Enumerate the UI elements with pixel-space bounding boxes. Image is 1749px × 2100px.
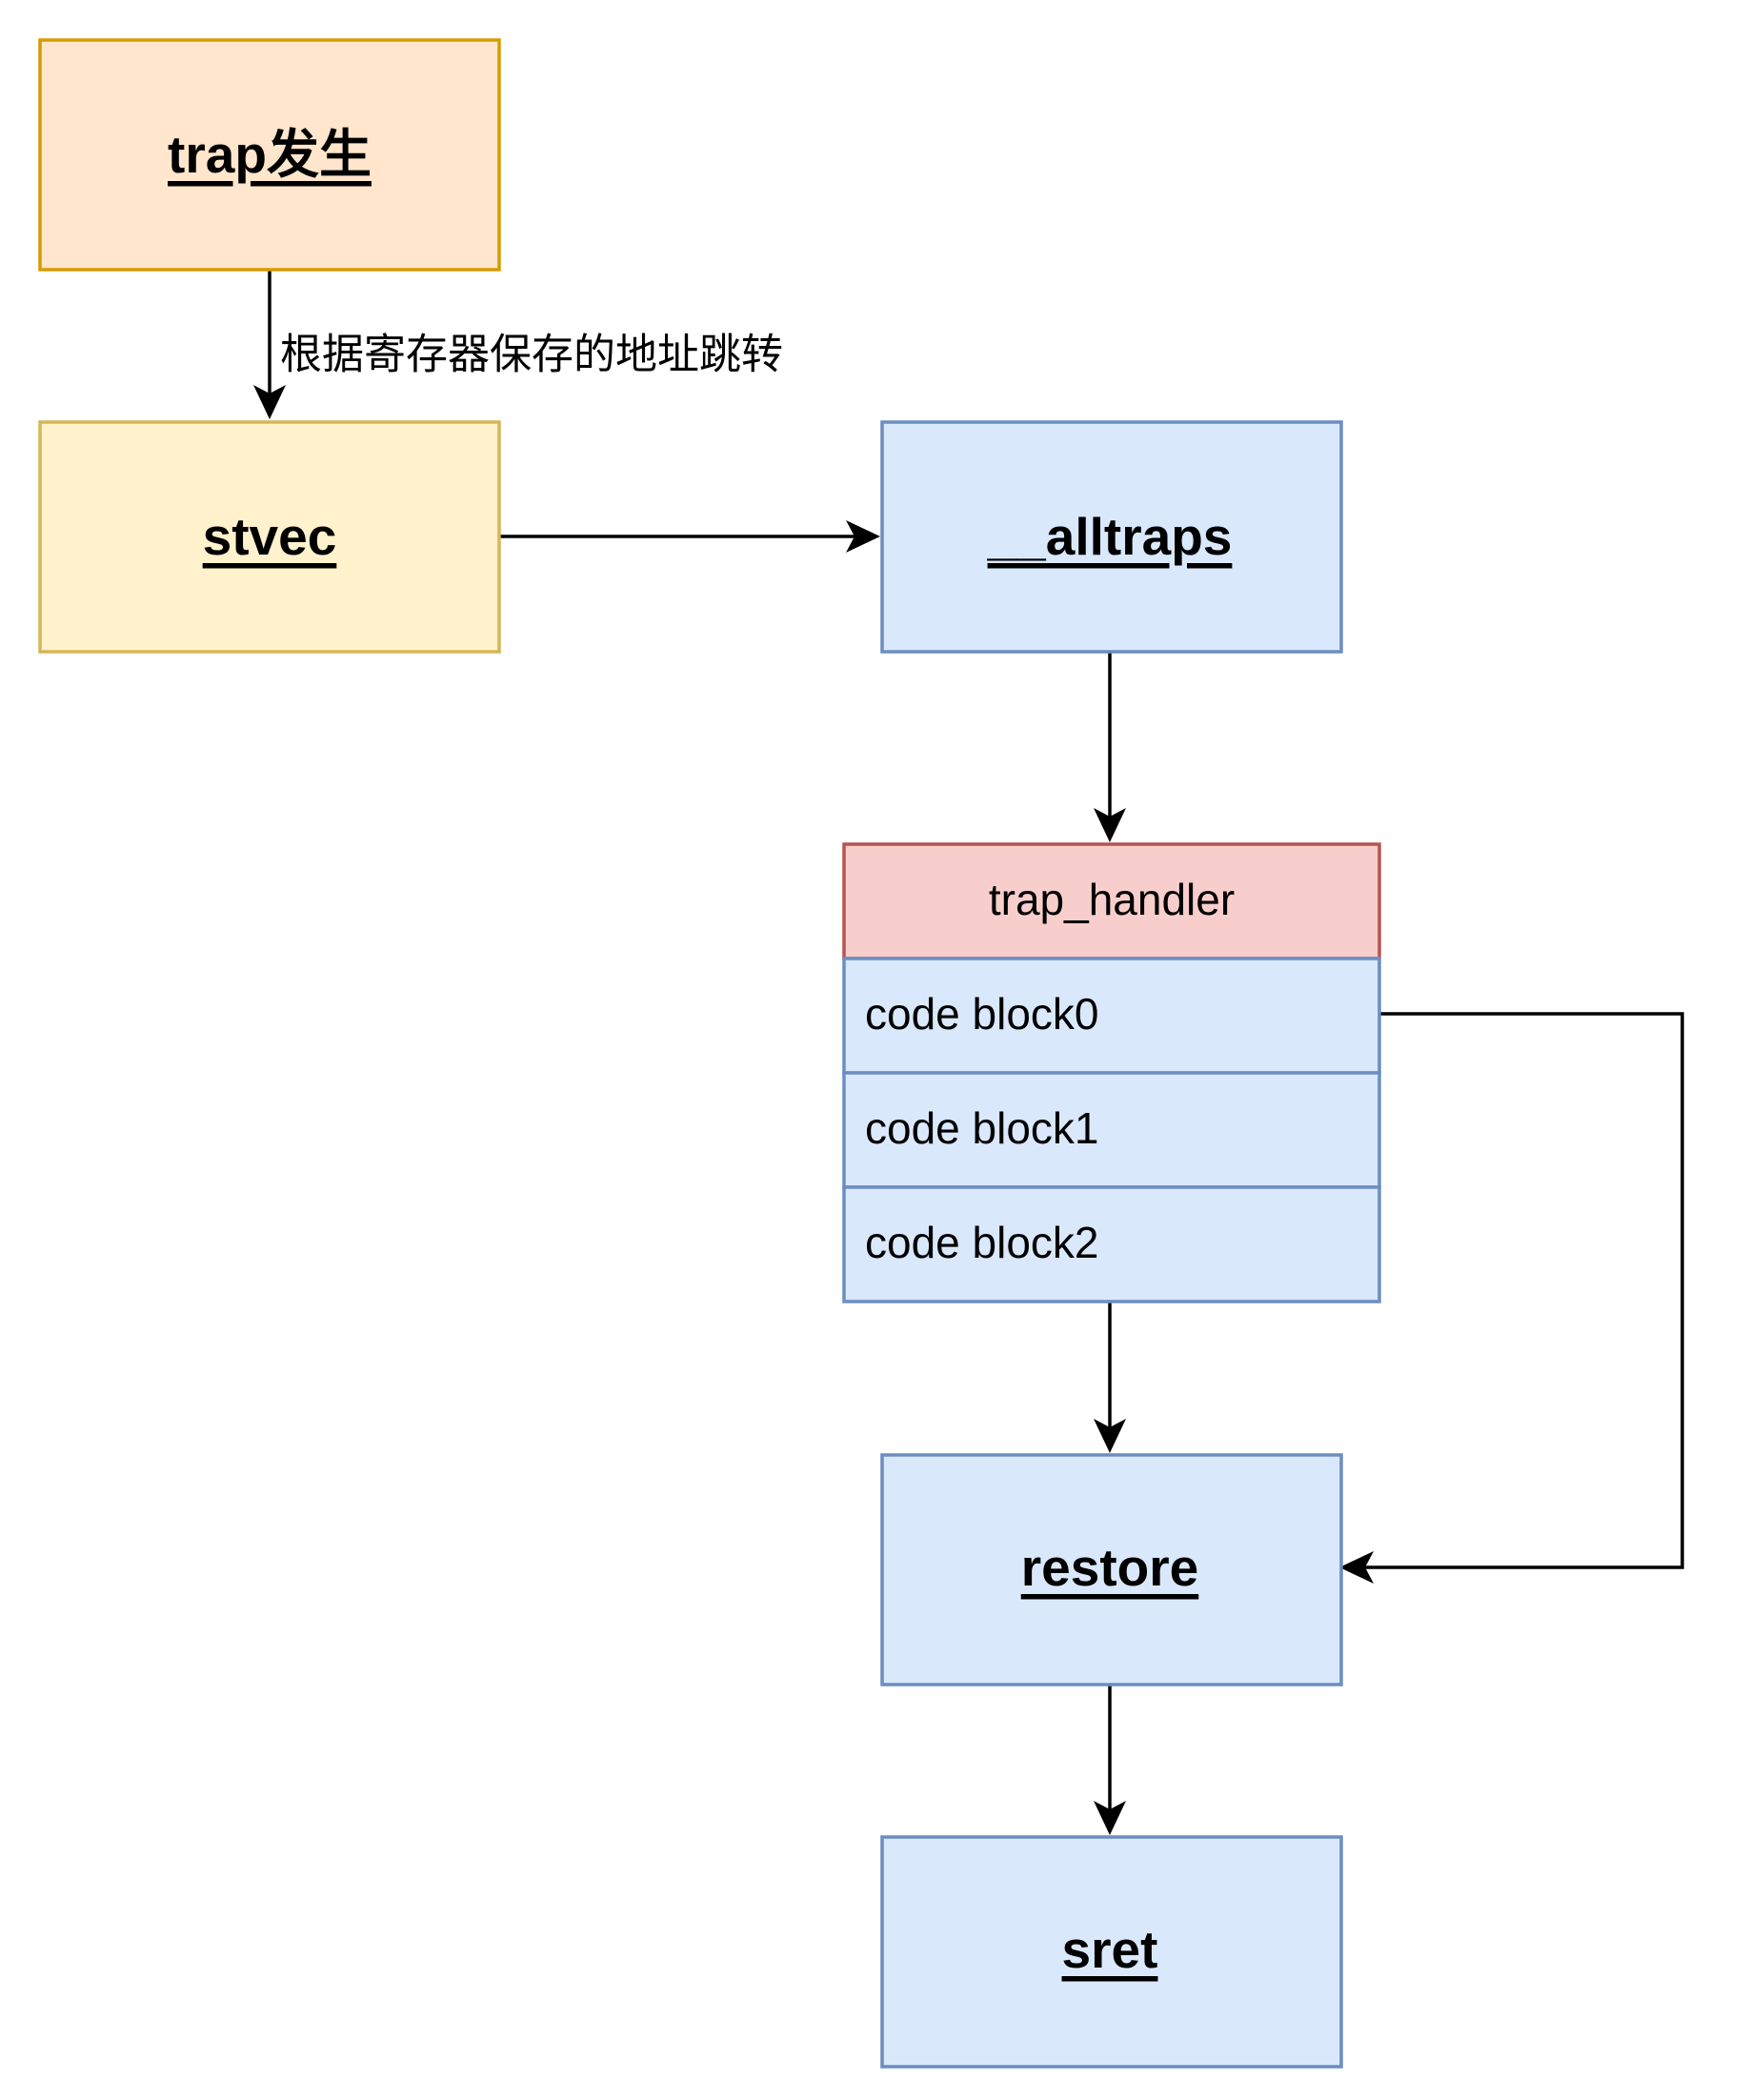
node-trap-occurs-box (38, 38, 501, 272)
node-sret-box (880, 1835, 1343, 2069)
arrowhead-icon (1339, 1551, 1374, 1584)
edge-trap-handler-to-restore (1094, 1301, 1126, 1453)
node-alltraps: __alltraps (880, 420, 1343, 654)
arrowhead-icon (1094, 808, 1126, 842)
edge-stvec-to-alltraps (499, 520, 880, 553)
node-trap-occurs-label: trap发生 (168, 125, 372, 184)
node-alltraps-label: __alltraps (987, 507, 1233, 566)
code-block-row (842, 1185, 1381, 1303)
node-stvec-box (38, 420, 501, 654)
node-sret-label: sret (1062, 1920, 1158, 1979)
edge-trap-to-stvec (253, 270, 286, 419)
arrowhead-icon (846, 520, 880, 553)
node-sret: sret (880, 1835, 1343, 2069)
node-restore-box (880, 1453, 1343, 1686)
node-stvec: stvec (38, 420, 501, 654)
code-block-label: code block2 (865, 1218, 1099, 1267)
code-block-row (842, 1071, 1381, 1189)
node-restore-label: restore (1021, 1538, 1198, 1597)
code-block-label: code block1 (865, 1103, 1099, 1153)
node-trap-occurs: trap发生 (38, 38, 501, 272)
node-stvec-label: stvec (203, 507, 337, 566)
node-alltraps-box (880, 420, 1343, 654)
node-trap-handler: trap_handler code block0 code block1 cod… (842, 842, 1381, 1303)
arrowhead-icon (1094, 1801, 1126, 1835)
arrowhead-icon (253, 385, 286, 419)
edge-alltraps-to-trap-handler (1094, 652, 1126, 842)
node-restore: restore (880, 1453, 1343, 1686)
edge-restore-to-sret (1094, 1683, 1126, 1835)
trap-handler-header-box (842, 842, 1381, 960)
trap-handler-header-label: trap_handler (989, 875, 1235, 924)
arrowhead-icon (1094, 1419, 1126, 1453)
code-block-label: code block0 (865, 989, 1099, 1039)
code-block-row (842, 957, 1381, 1075)
edge-label-jump-by-register: 根据寄存器保存的地址跳转 (280, 331, 783, 379)
edge-code-block0-to-restore (1339, 1012, 1684, 1584)
